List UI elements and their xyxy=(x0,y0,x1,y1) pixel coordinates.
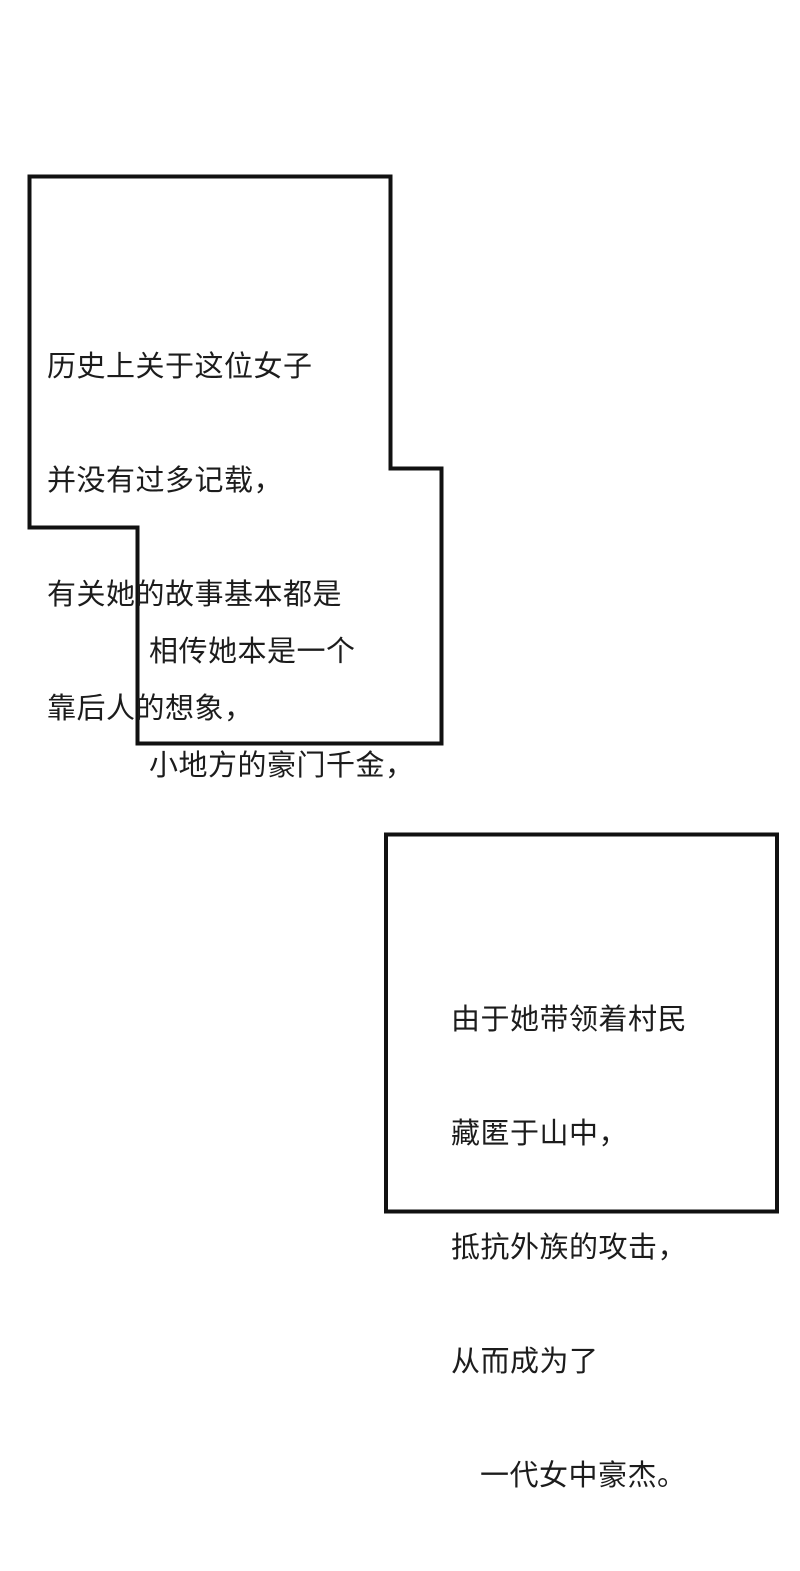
panel-1-line-2: 并没有过多记载， xyxy=(47,465,284,497)
panel-1-line-1: 历史上关于这位女子 xyxy=(47,351,313,383)
panel-3-line-5: 一代女中豪杰。 xyxy=(480,1460,687,1492)
panel-3-line-1: 由于她带领着村民 xyxy=(451,1004,688,1036)
panel-2-line-1: 相传她本是一个 xyxy=(149,636,356,668)
panel-1-line-3: 有关她的故事基本都是 xyxy=(47,579,343,611)
panel-2-caption: 相传她本是一个 小地方的豪门千金， xyxy=(149,557,415,861)
panel-3-line-3: 抵抗外族的攻击， xyxy=(451,1232,688,1264)
panel-1-line-4: 靠后人的想象， xyxy=(47,693,254,725)
panel-3-line-4: 从而成为了 xyxy=(451,1346,599,1378)
panel-1-caption: 历史上关于这位女子 并没有过多记载， 有关她的故事基本都是 靠后人的想象， xyxy=(47,272,342,804)
panel-3-line-2: 藏匿于山中， xyxy=(451,1118,629,1150)
panel-3-caption: 由于她带领着村民 藏匿于山中， 抵抗外族的攻击， 从而成为了 一代女中豪杰。 xyxy=(451,925,687,1571)
comic-page: 历史上关于这位女子 并没有过多记载， 有关她的故事基本都是 靠后人的想象， 相传… xyxy=(27,174,779,1492)
panel-2-line-2: 小地方的豪门千金， xyxy=(149,750,415,782)
